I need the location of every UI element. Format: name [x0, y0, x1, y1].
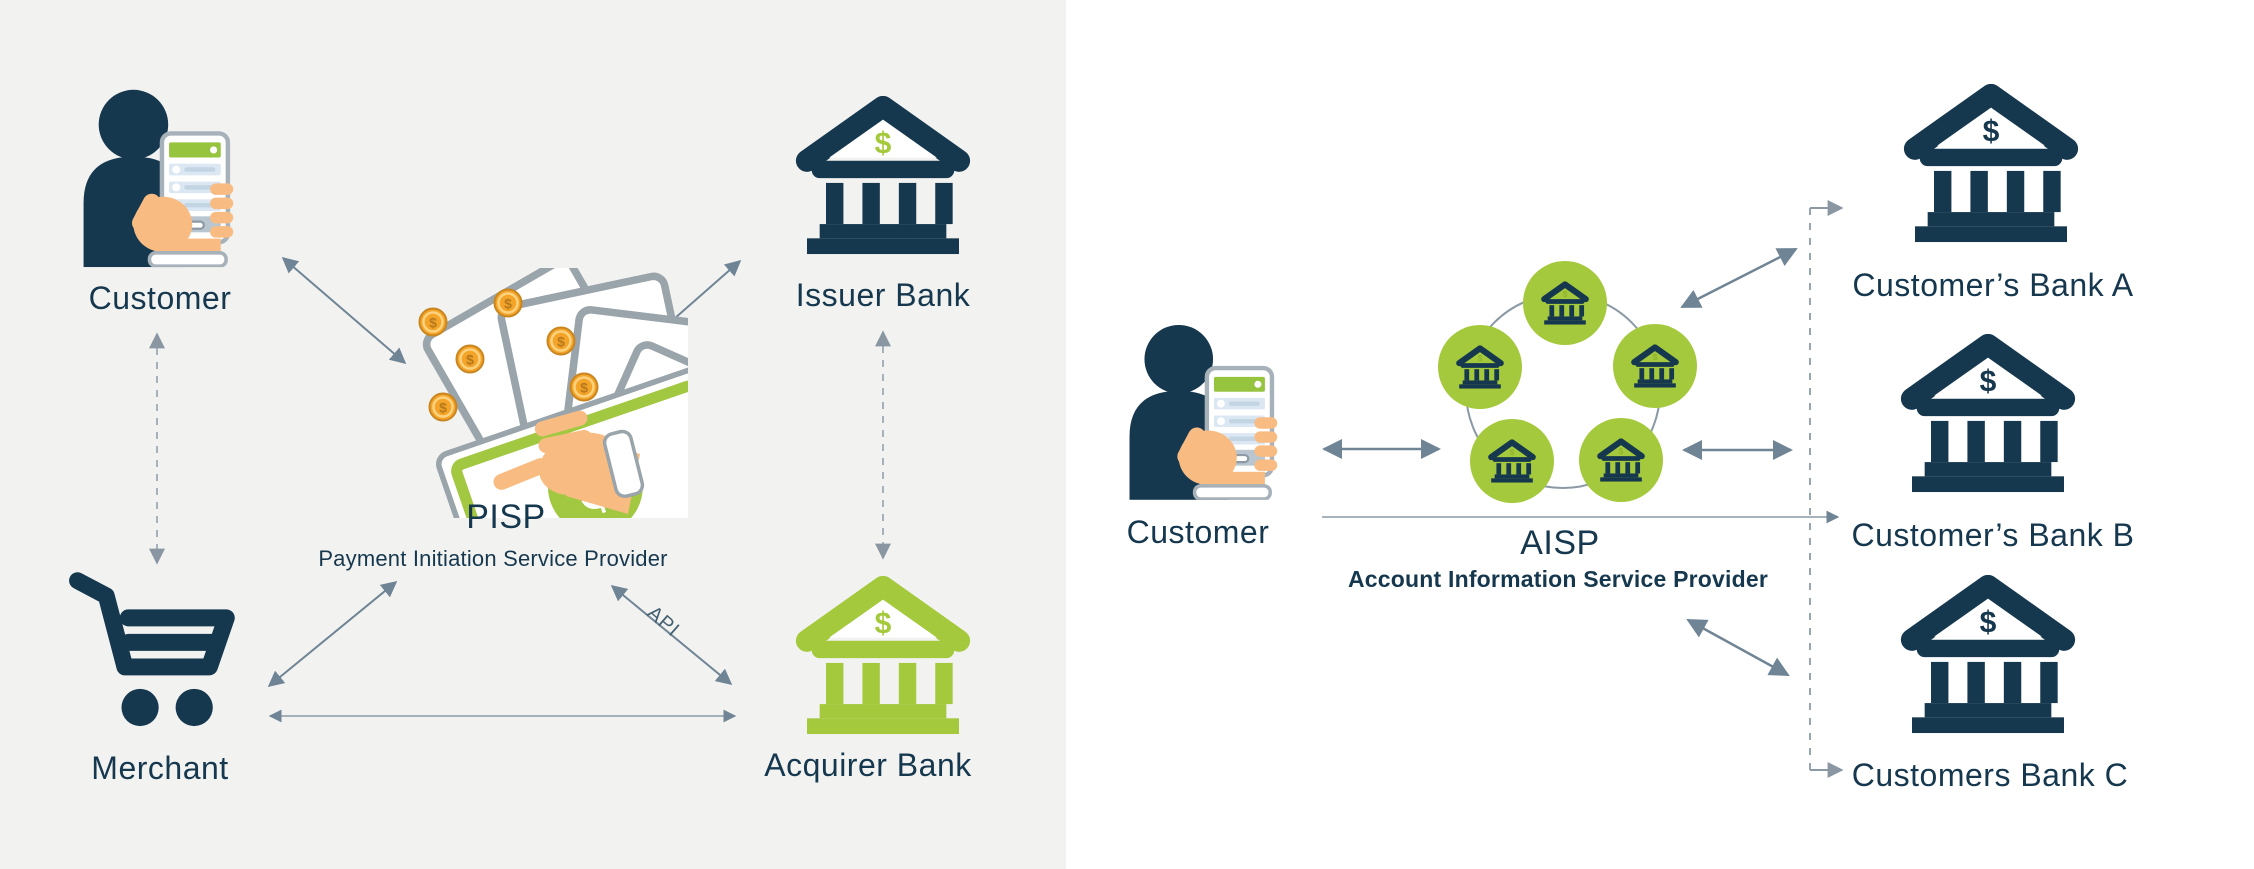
acquirer-bank-label: Acquirer Bank	[764, 747, 972, 783]
person-with-phone-icon	[1126, 322, 1279, 502]
customers-bank-b-icon	[1893, 333, 2083, 493]
arrow-aisp-bank-c	[1686, 618, 1790, 677]
issuer-bank-label: Issuer Bank	[795, 277, 971, 313]
customers-bank-c-icon	[1893, 574, 2083, 734]
merchant-label: Merchant	[91, 750, 229, 786]
acquirer-bank-icon	[788, 575, 978, 735]
bank-network-circle-icon	[1523, 261, 1607, 345]
bank-network-circle-icon	[1613, 324, 1697, 408]
bank-icon	[1629, 344, 1681, 388]
person-with-phone-icon	[80, 87, 235, 269]
bank-network-circle-icon	[1470, 419, 1554, 503]
pisp-label: PISP	[466, 498, 546, 536]
bank-icon	[1486, 439, 1538, 483]
bank-icon	[1595, 438, 1647, 482]
pisp-sublabel: Payment Initiation Service Provider	[318, 546, 668, 571]
bank-icon	[1539, 281, 1591, 325]
bank-network-circle-icon	[1579, 418, 1663, 502]
customers-bank-a-icon	[1896, 83, 2086, 243]
customers-bank-c-label: Customers Bank C	[1851, 757, 2129, 793]
arrow-customer-pisp	[281, 256, 407, 365]
arrow-pisp-acquirer-bank	[610, 584, 733, 686]
customers-bank-a-label: Customer’s Bank A	[1852, 267, 2134, 303]
arrow-merchant-pisp	[267, 580, 398, 688]
issuer-bank-icon	[788, 95, 978, 255]
customers-bank-b-label: Customer’s Bank B	[1851, 517, 2135, 553]
aisp-label: AISP	[1520, 524, 1600, 562]
customer-label-left: Customer	[88, 280, 232, 316]
bank-network-circle-icon	[1438, 325, 1522, 409]
hand-holding-money-icon	[418, 268, 688, 518]
bank-icon	[1454, 345, 1506, 389]
customer-label-right: Customer	[1126, 514, 1270, 550]
aisp-sublabel: Account Information Service Provider	[1347, 566, 1769, 592]
arrow-aisp-bank-a	[1680, 247, 1798, 309]
shopping-cart-icon	[64, 556, 250, 744]
connector-banks-dashed	[1809, 200, 1844, 778]
